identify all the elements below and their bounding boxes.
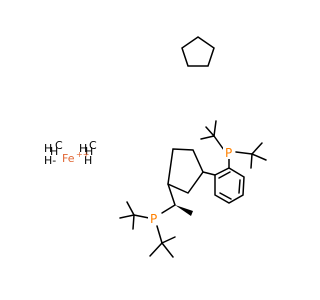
- molecule-diagram: P P H C H H- H C H H Fe ++: [44, 36, 267, 258]
- tbu-group-alkyl-left: [119, 201, 150, 230]
- chiral-center: [161, 183, 193, 216]
- methyl-right-c: C: [89, 139, 97, 152]
- tbu-group-alkyl-bottom: [149, 225, 176, 258]
- methyl-right-h: H: [84, 154, 92, 167]
- methyl-left: H C H H-: [44, 139, 63, 167]
- tbu-group-aryl-left: [200, 120, 225, 151]
- phosphorus-atom-alkyl: P: [150, 212, 157, 226]
- methyl-right-h-top: H: [79, 142, 87, 155]
- methyl-right-sub: H: [85, 145, 93, 158]
- iron-charge: ++: [76, 150, 89, 159]
- cyclopentyl-ring: [167, 148, 204, 194]
- methyl-left-h-top: H: [44, 142, 52, 155]
- cyclopentane-ring: [181, 36, 215, 67]
- methyl-left-c: C: [55, 139, 63, 152]
- methyl-left-h-dash: H-: [44, 154, 56, 167]
- ring-aryl-bond: [202, 171, 216, 176]
- tbu-group-aryl-right: [235, 142, 267, 169]
- phosphorus-atom-aryl: P: [225, 146, 232, 160]
- methyl-right: H C H H: [79, 139, 97, 167]
- iron-atom: Fe: [62, 152, 75, 165]
- methyl-left-sub: H: [50, 145, 58, 158]
- benzene-ring: [214, 167, 245, 204]
